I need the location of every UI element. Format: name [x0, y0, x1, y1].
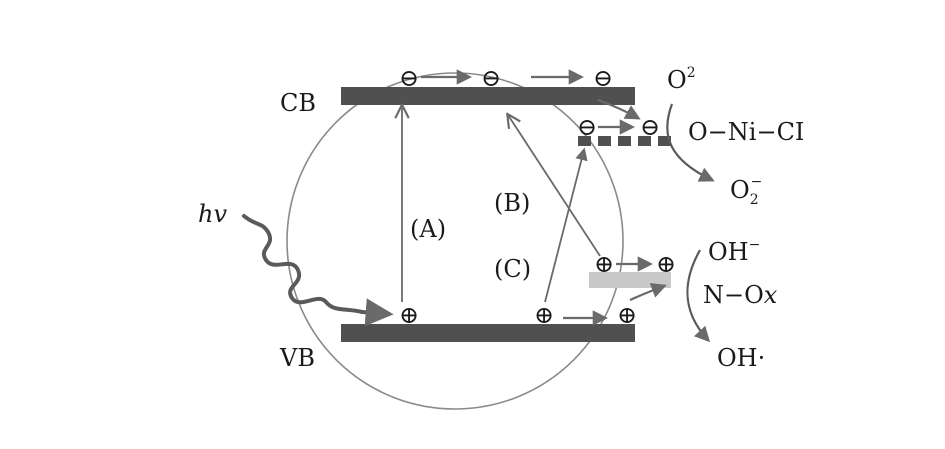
hole-vb-2: ⊕ [534, 301, 554, 329]
electron-trap-level [578, 136, 671, 146]
electron-trap-2: ⊖ [640, 113, 660, 141]
photon-wave-arrow [242, 214, 394, 327]
oxygen-reduction-arrow [666, 103, 715, 182]
oxygen-label: O2 [667, 65, 696, 94]
electron-cb-2: ⊖ [481, 64, 501, 92]
electron-cb-3: ⊖ [593, 64, 613, 92]
path-b-label: (B) [494, 189, 530, 217]
photon-label: hv [198, 200, 227, 228]
hydroxyl-radical-label: OH· [717, 344, 765, 372]
hydroxyl-oxidation-arrow [686, 249, 711, 343]
path-b-arrow [508, 115, 601, 257]
electron-trap-1: ⊖ [577, 113, 597, 141]
electron-cb-1: ⊖ [399, 64, 419, 92]
conduction-band [341, 87, 635, 105]
superoxide-label-sub: 2 [750, 192, 759, 208]
path-c-arrow [544, 147, 588, 303]
hole-vb-1: ⊕ [399, 301, 419, 329]
vb-to-hole-trap-arrow [629, 283, 667, 302]
hole-vb-3: ⊕ [617, 301, 637, 329]
hydroxide-label-oh: OH [708, 238, 749, 266]
path-a-label: (A) [410, 215, 446, 243]
oxygen-label-o: O [667, 66, 687, 94]
n-ox-label-x: x [764, 281, 778, 309]
superoxide-label: O2 − [730, 174, 762, 208]
cb-to-trap-arrow [597, 98, 641, 120]
n-ox-label-main: N−O [703, 281, 764, 309]
oxygen-label-sup: 2 [687, 65, 696, 81]
n-ox-label: N−Ox [703, 281, 778, 309]
superoxide-label-o: O [730, 176, 750, 204]
cb-label: CB [280, 89, 316, 117]
hydroxide-label-sup: − [749, 237, 761, 253]
hole-trap-1: ⊕ [594, 250, 614, 278]
vb-label: VB [279, 344, 315, 372]
o-ni-cl-label: O−Ni−CI [688, 118, 804, 146]
path-c-label: (C) [494, 255, 531, 283]
valence-band [341, 324, 635, 342]
hydroxide-label: OH− [708, 237, 760, 266]
particle-circle [286, 72, 624, 410]
hole-trap-2: ⊕ [656, 250, 676, 278]
superoxide-label-sup: − [751, 174, 763, 190]
